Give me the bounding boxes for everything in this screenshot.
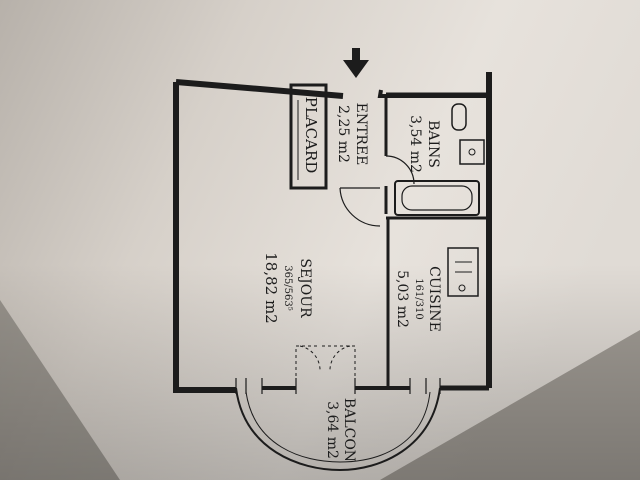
bath-door-swing [385, 155, 415, 185]
placard-closet [289, 83, 328, 190]
balcon-name: BALCON [341, 397, 357, 463]
balcony-door-right [320, 345, 356, 388]
wall-top [175, 79, 344, 99]
wall-left [173, 82, 236, 393]
entree-label: ENTREE 2,25 m2 [330, 94, 370, 174]
entree-door-swing [339, 187, 381, 227]
kitchen-counter [447, 247, 479, 297]
cuisine-dims: 161/310 [413, 278, 424, 320]
entree-name: ENTREE [353, 102, 369, 166]
cuisine-area: 5,03 m2 [394, 270, 410, 328]
bains-label: BAINS 3,54 m2 [402, 104, 442, 184]
entree-area: 2,25 m2 [335, 105, 351, 163]
placard-label: PLACARD [298, 90, 320, 180]
cuisine-name: CUISINE [426, 266, 442, 332]
sejour-name: SEJOUR [297, 258, 313, 318]
bathtub [394, 180, 480, 216]
window-markers [235, 378, 441, 394]
balcony-outline [235, 387, 441, 472]
balcon-area: 3,64 m2 [324, 401, 340, 459]
toilet [451, 103, 467, 131]
wall-top-right [377, 89, 486, 98]
placard-name: PLACARD [302, 96, 320, 174]
bains-area: 3,54 m2 [407, 115, 423, 173]
balcon-label: BALCON 3,64 m2 [319, 385, 357, 475]
sejour-dims: 365/563⁵ [282, 265, 293, 311]
washbasin [459, 139, 485, 165]
sejour-label: SEJOUR 365/563⁵ 18,82 m2 [261, 233, 313, 343]
sejour-area: 18,82 m2 [262, 252, 280, 324]
bains-name: BAINS [425, 120, 441, 168]
balcony-door-left [295, 345, 320, 388]
cuisine-label: CUISINE 161/310 5,03 m2 [392, 254, 442, 344]
entry-arrow-icon [343, 48, 369, 78]
